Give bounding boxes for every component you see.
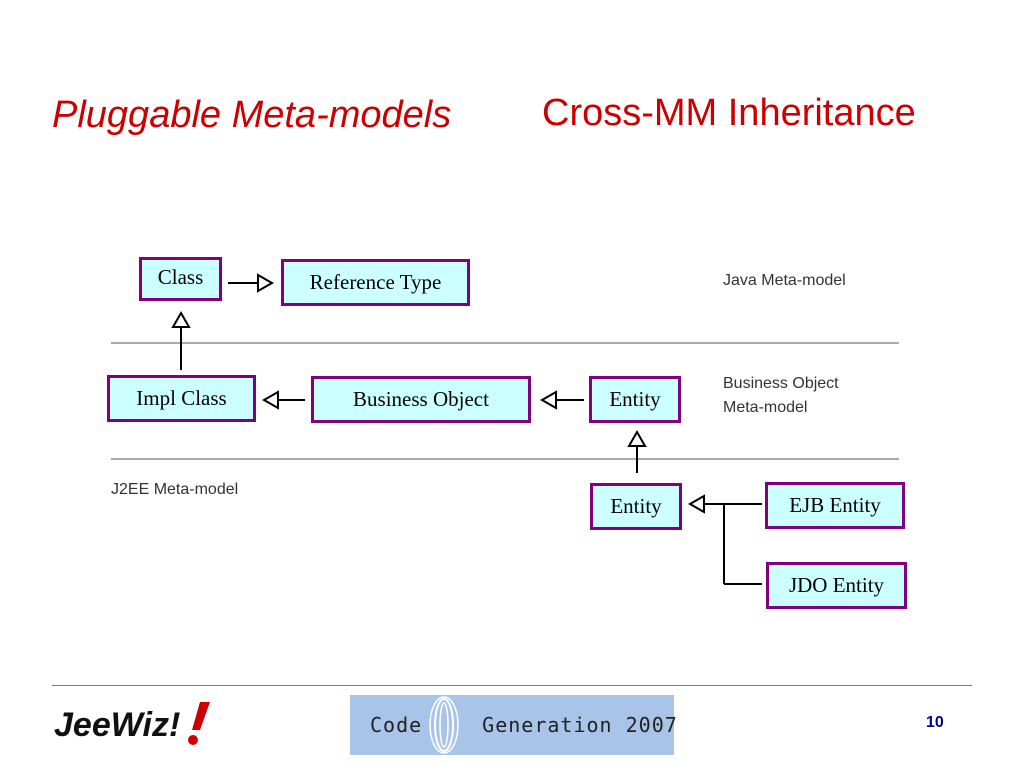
business-object-meta-model-label: Business Object Meta-model (723, 372, 839, 420)
arrow-entity-to-business-object (539, 390, 584, 410)
entity-j2ee-box: Entity (590, 483, 682, 530)
arrow-impl-class-to-class (171, 310, 191, 370)
banner-rings-icon (429, 696, 459, 754)
page-subtitle: Cross-MM Inheritance (542, 92, 916, 134)
jdo-entity-box: JDO Entity (766, 562, 907, 609)
page-title: Pluggable Meta-models (52, 94, 452, 136)
business-label-line1: Business Object (723, 375, 839, 392)
page-number: 10 (926, 714, 944, 731)
impl-class-box: Impl Class (107, 375, 256, 422)
j2ee-meta-model-label: J2EE Meta-model (111, 481, 239, 498)
entity-business-box: Entity (589, 376, 681, 423)
banner-text-right: Generation 2007 (482, 713, 678, 737)
code-generation-banner: Code Generation 2007 (350, 695, 677, 755)
jeewiz-logo: JeeWiz! (54, 702, 210, 745)
arrow-j2ee-entity-to-bo-entity (627, 429, 647, 473)
business-object-box: Business Object (311, 376, 531, 423)
business-label-line2: Meta-model (723, 399, 808, 416)
arrow-ejb-jdo-to-j2ee-entity (687, 494, 762, 585)
class-box: Class (139, 257, 222, 301)
banner-text-left: Code (370, 713, 423, 737)
java-meta-model-label: Java Meta-model (723, 272, 846, 289)
arrow-class-to-reference-type (228, 273, 275, 293)
reference-type-box: Reference Type (281, 259, 470, 306)
footer-divider (52, 685, 972, 686)
logo-text: JeeWiz! (54, 706, 180, 744)
ejb-entity-box: EJB Entity (765, 482, 905, 529)
arrow-business-object-to-impl-class (261, 390, 305, 410)
